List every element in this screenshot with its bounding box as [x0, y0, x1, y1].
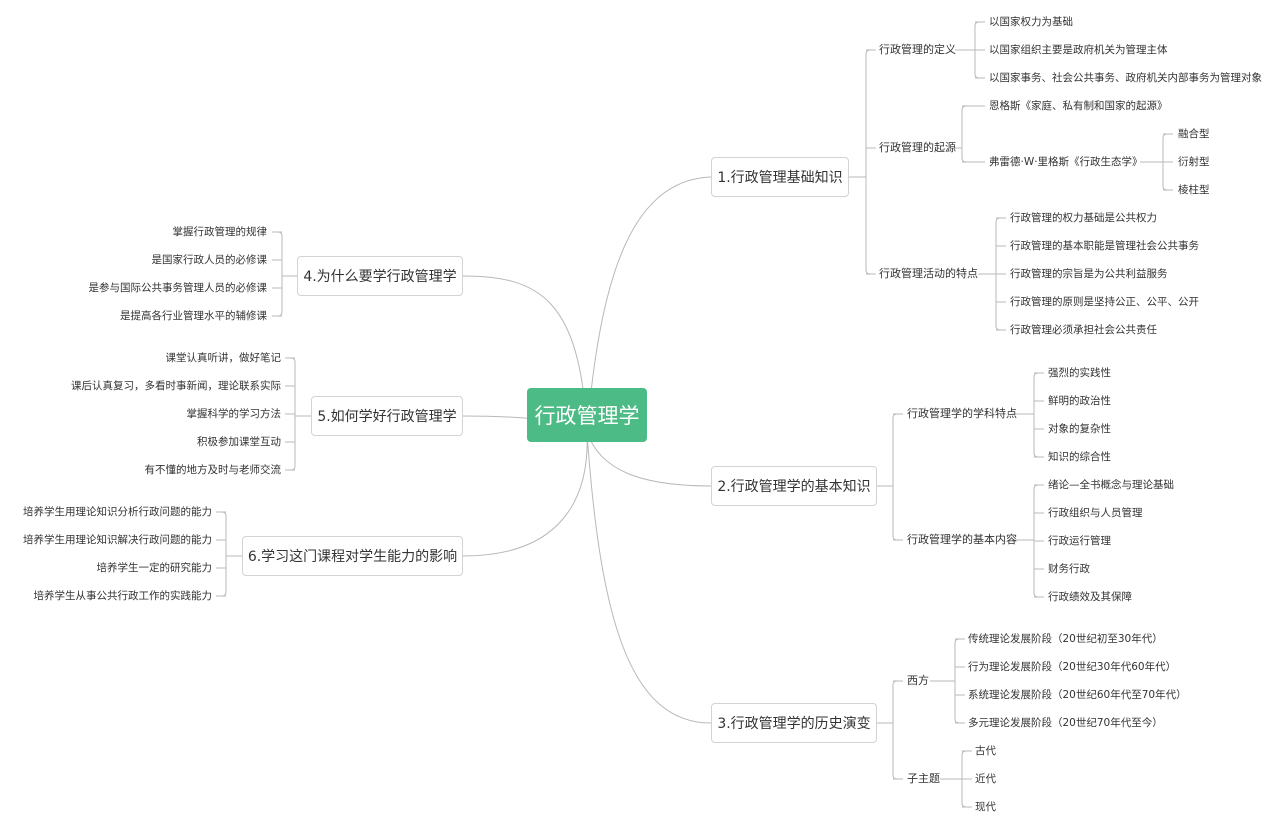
root-topic[interactable]: 行政管理学 — [527, 388, 647, 442]
b2-subject-features-item[interactable]: 鲜明的政治性 — [1048, 395, 1111, 407]
b2-subject-features-item[interactable]: 对象的复杂性 — [1048, 423, 1111, 435]
b5-item[interactable]: 掌握科学的学习方法 — [186, 408, 282, 420]
connector-b4-bus — [277, 231, 283, 317]
b2-basic-content-item[interactable]: 行政组织与人员管理 — [1048, 507, 1143, 519]
b3-subtopic-item[interactable]: 古代 — [975, 745, 996, 757]
connector-b1-bus — [865, 49, 871, 275]
b1-origin-subitem[interactable]: 融合型 — [1178, 128, 1210, 140]
b1-definition-item[interactable]: 以国家权力为基础 — [989, 16, 1073, 28]
connector-b3s1-bus — [954, 638, 960, 724]
b3-western-item[interactable]: 系统理论发展阶段（20世纪60年代至70年代） — [968, 689, 1187, 701]
b5-item[interactable]: 积极参加课堂互动 — [197, 436, 281, 448]
b3-subtopic-item[interactable]: 现代 — [975, 801, 996, 813]
branch-3-history[interactable]: 3.行政管理学的历史演变 — [711, 703, 877, 743]
branch-5-how-to-learn[interactable]: 5.如何学好行政管理学 — [311, 396, 463, 436]
b4-item[interactable]: 是国家行政人员的必修课 — [151, 254, 268, 266]
branch-2-subject-knowledge[interactable]: 2.行政管理学的基本知识 — [711, 466, 877, 506]
b2-basic-content[interactable]: 行政管理学的基本内容 — [907, 533, 1017, 546]
branch-1-basic-knowledge[interactable]: 1.行政管理基础知识 — [711, 157, 849, 197]
b1-definition-item[interactable]: 以国家组织主要是政府机关为管理主体 — [989, 44, 1168, 56]
connector-root-b2 — [586, 431, 712, 487]
b6-item[interactable]: 培养学生从事公共行政工作的实践能力 — [33, 590, 213, 602]
b2-basic-content-item[interactable]: 行政绩效及其保障 — [1048, 591, 1132, 603]
b1-features-item[interactable]: 行政管理的宗旨是为公共利益服务 — [1010, 268, 1168, 280]
connector-root-b6 — [462, 431, 588, 557]
b1-definition-item[interactable]: 以国家事务、社会公共事务、政府机关内部事务为管理对象 — [989, 72, 1262, 84]
b1-definition[interactable]: 行政管理的定义 — [879, 43, 956, 56]
b1-origin-item[interactable]: 恩格斯《家庭、私有制和国家的起源》 — [989, 100, 1168, 112]
connector-b2s1-bus — [1033, 372, 1039, 458]
connector-b1s2-bus — [961, 105, 967, 163]
b2-subject-features-item[interactable]: 强烈的实践性 — [1048, 367, 1111, 379]
connector-root-b1 — [586, 176, 712, 433]
b3-subtopic[interactable]: 子主题 — [907, 772, 940, 785]
connector-root-b3 — [586, 431, 712, 724]
branch-4-why-learn[interactable]: 4.为什么要学行政管理学 — [297, 256, 463, 296]
b2-basic-content-item[interactable]: 财务行政 — [1048, 563, 1090, 575]
b5-item[interactable]: 有不懂的地方及时与老师交流 — [144, 464, 282, 476]
b1-origin-item[interactable]: 弗雷德·W·里格斯《行政生态学》 — [989, 156, 1143, 168]
b3-western-item[interactable]: 传统理论发展阶段（20世纪初至30年代） — [968, 633, 1163, 645]
b1-origin[interactable]: 行政管理的起源 — [879, 141, 956, 154]
b4-item[interactable]: 是参与国际公共事务管理人员的必修课 — [88, 282, 268, 294]
b2-subject-features[interactable]: 行政管理学的学科特点 — [907, 407, 1017, 420]
b2-basic-content-item[interactable]: 行政运行管理 — [1048, 535, 1111, 547]
b1-origin-subitem[interactable]: 棱柱型 — [1178, 184, 1210, 196]
branch-6-ability-impact[interactable]: 6.学习这门课程对学生能力的影响 — [242, 536, 463, 576]
b2-subject-features-item[interactable]: 知识的综合性 — [1048, 451, 1111, 463]
b6-item[interactable]: 培养学生用理论知识分析行政问题的能力 — [23, 506, 212, 518]
b1-features[interactable]: 行政管理活动的特点 — [879, 267, 978, 280]
b2-basic-content-item[interactable]: 绪论—全书概念与理论基础 — [1048, 479, 1174, 491]
b1-features-item[interactable]: 行政管理的原则是坚持公正、公平、公开 — [1010, 296, 1199, 308]
b6-item[interactable]: 培养学生用理论知识解决行政问题的能力 — [23, 534, 212, 546]
b3-subtopic-item[interactable]: 近代 — [975, 773, 996, 785]
connector-b2-bus — [892, 413, 898, 541]
b5-item[interactable]: 课堂认真听讲，做好笔记 — [165, 352, 282, 364]
b3-western-item[interactable]: 多元理论发展阶段（20世纪70年代至今） — [968, 717, 1163, 729]
connector-root-b4 — [462, 275, 588, 433]
b1-features-item[interactable]: 行政管理的基本职能是管理社会公共事务 — [1010, 240, 1199, 252]
b5-item[interactable]: 课后认真复习，多看时事新闻，理论联系实际 — [71, 380, 281, 392]
b3-western-item[interactable]: 行为理论发展阶段（20世纪30年代60年代） — [968, 661, 1177, 673]
b1-features-item[interactable]: 行政管理的权力基础是公共权力 — [1010, 212, 1157, 224]
b6-item[interactable]: 培养学生一定的研究能力 — [96, 562, 213, 574]
b3-western[interactable]: 西方 — [907, 674, 929, 687]
connector-b3-bus — [892, 680, 898, 780]
b4-item[interactable]: 是提高各行业管理水平的辅修课 — [120, 310, 267, 322]
b1-origin-subitem[interactable]: 衍射型 — [1178, 156, 1210, 168]
connector-b6-bus — [221, 511, 227, 597]
b4-item[interactable]: 掌握行政管理的规律 — [172, 226, 268, 238]
b1-features-item[interactable]: 行政管理必须承担社会公共责任 — [1010, 324, 1157, 336]
